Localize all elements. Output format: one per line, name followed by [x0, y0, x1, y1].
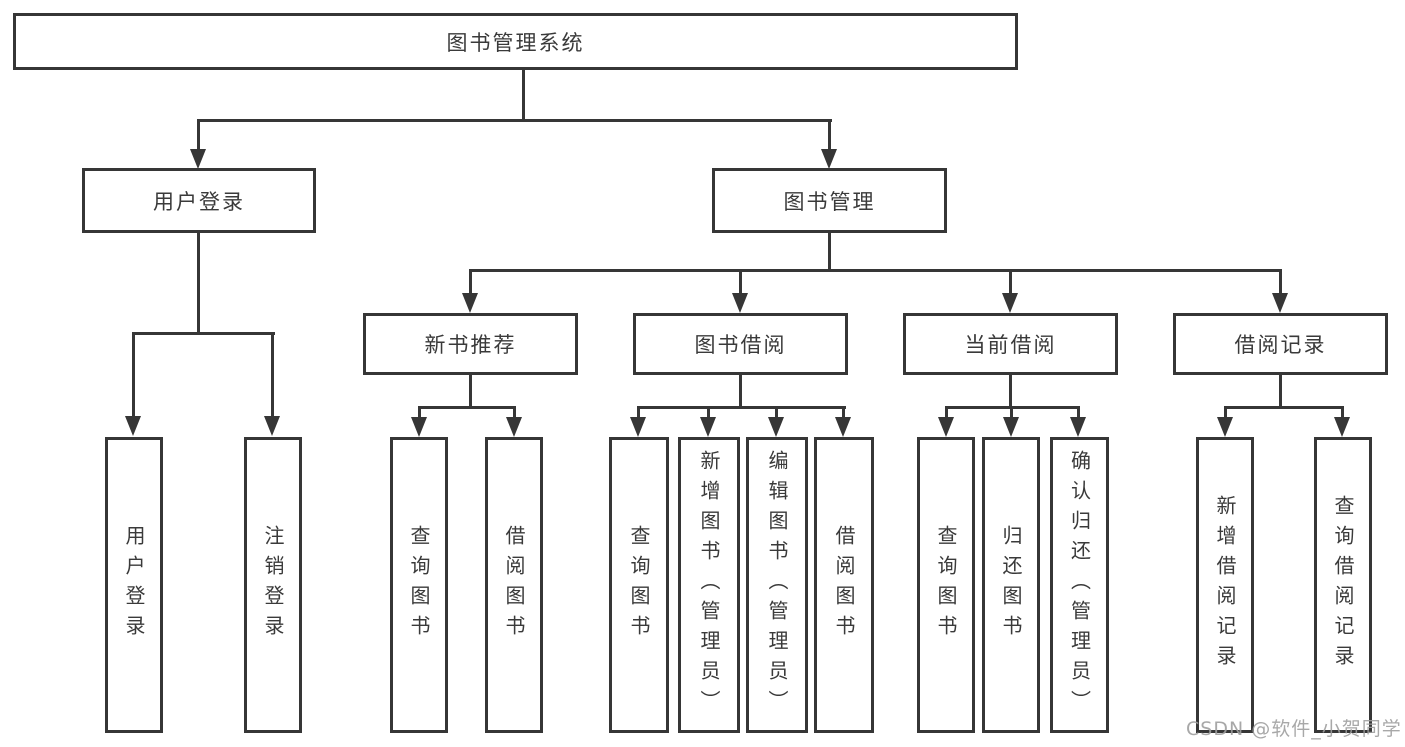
connector-stem [739, 269, 742, 294]
node-category-current-borrow: 当前借阅 [903, 313, 1118, 375]
arrowhead-icon [190, 149, 206, 169]
leaf-borrow-books: 借阅图书 [485, 437, 543, 733]
leaf-edit-books-admin: 编辑图书（管理员） [746, 437, 808, 733]
leaf-label: 注销登录 [261, 525, 285, 645]
leaf-label: 新增图书（管理员） [697, 450, 721, 720]
connector-stem [271, 332, 274, 417]
leaf-return-books: 归还图书 [982, 437, 1040, 733]
arrowhead-icon [411, 417, 427, 437]
arrowhead-icon [768, 417, 784, 437]
arrowhead-icon [630, 417, 646, 437]
leaf-confirm-return-admin: 确认归还（管理员） [1050, 437, 1109, 733]
arrowhead-icon [1003, 417, 1019, 437]
connector-stem [197, 232, 200, 334]
csdn-watermark: CSDN @软件_小贺同学 [1186, 718, 1402, 740]
leaf-label: 借阅图书 [832, 525, 856, 645]
arrowhead-icon [1272, 293, 1288, 313]
leaf-query-books: 查询图书 [609, 437, 669, 733]
arrowhead-icon [938, 417, 954, 437]
connector-stem [1279, 373, 1282, 409]
leaf-label: 查询图书 [407, 525, 431, 645]
connector-stem [418, 406, 421, 418]
node-book-mgmt: 图书管理 [712, 168, 947, 233]
leaf-borrow-books: 借阅图书 [814, 437, 874, 733]
leaf-query-books: 查询图书 [917, 437, 975, 733]
node-label: 图书管理 [783, 189, 876, 214]
connector-split [637, 406, 846, 409]
leaf-label: 新增借阅记录 [1213, 495, 1237, 675]
node-category-new-books: 新书推荐 [363, 313, 578, 375]
arrowhead-icon [835, 417, 851, 437]
arrowhead-icon [125, 416, 141, 436]
node-category-book-borrow: 图书借阅 [633, 313, 848, 375]
leaf-query-books: 查询图书 [390, 437, 448, 733]
arrowhead-icon [506, 417, 522, 437]
leaf-label: 归还图书 [999, 525, 1023, 645]
connector-stem [775, 406, 778, 418]
node-label: 当前借阅 [964, 333, 1057, 357]
connector-root-stub [522, 70, 525, 121]
arrowhead-icon [821, 149, 837, 169]
connector-stem [1010, 406, 1013, 418]
leaf-add-books-admin: 新增图书（管理员） [678, 437, 740, 733]
connector-root-split [197, 119, 832, 122]
leaf-label: 借阅图书 [502, 525, 526, 645]
node-label: 用户登录 [153, 189, 245, 214]
connector-stem [707, 406, 710, 418]
connector-stem [637, 406, 640, 418]
arrowhead-icon [1002, 293, 1018, 313]
leaf-add-borrow-record: 新增借阅记录 [1196, 437, 1254, 733]
connector-stem [828, 232, 831, 271]
node-category-borrow-records: 借阅记录 [1173, 313, 1388, 375]
connector-stem [513, 406, 516, 418]
connector-stem [1279, 269, 1282, 294]
leaf-label: 查询图书 [627, 525, 651, 645]
arrowhead-icon [732, 293, 748, 313]
connector-stem [469, 373, 472, 409]
connector-stem [197, 119, 200, 150]
connector-stem [739, 373, 742, 409]
connector-stem [1077, 406, 1080, 418]
connector-split [1224, 406, 1344, 409]
connector-stem [945, 406, 948, 418]
arrowhead-icon [700, 417, 716, 437]
leaf-logout: 注销登录 [244, 437, 302, 733]
connector-stem [1224, 406, 1227, 418]
connector-stem [1009, 373, 1012, 409]
connector-stem [842, 406, 845, 418]
connector-stem [1341, 406, 1344, 418]
leaf-user-login: 用户登录 [105, 437, 163, 733]
leaf-label: 编辑图书（管理员） [765, 450, 789, 720]
leaf-label: 用户登录 [122, 525, 146, 645]
connector-split [133, 332, 275, 335]
leaf-query-borrow-record: 查询借阅记录 [1314, 437, 1372, 733]
connector-stem [828, 119, 831, 150]
node-label: 新书推荐 [424, 333, 517, 357]
leaf-label: 确认归还（管理员） [1067, 450, 1092, 720]
arrowhead-icon [264, 416, 280, 436]
node-label: 借阅记录 [1234, 333, 1327, 357]
leaf-label: 查询借阅记录 [1331, 495, 1355, 675]
arrowhead-icon [462, 293, 478, 313]
node-root: 图书管理系统 [13, 13, 1018, 70]
connector-stem [1009, 269, 1012, 294]
leaf-label: 查询图书 [934, 525, 958, 645]
connector-split [418, 406, 516, 409]
connector-stem [132, 332, 135, 417]
arrowhead-icon [1334, 417, 1350, 437]
connector-split [469, 269, 1282, 272]
arrowhead-icon [1217, 417, 1233, 437]
connector-stem [469, 269, 472, 294]
node-label: 图书借阅 [694, 333, 787, 357]
arrowhead-icon [1070, 417, 1086, 437]
node-user-login: 用户登录 [82, 168, 316, 233]
node-root-label: 图书管理系统 [446, 30, 585, 55]
